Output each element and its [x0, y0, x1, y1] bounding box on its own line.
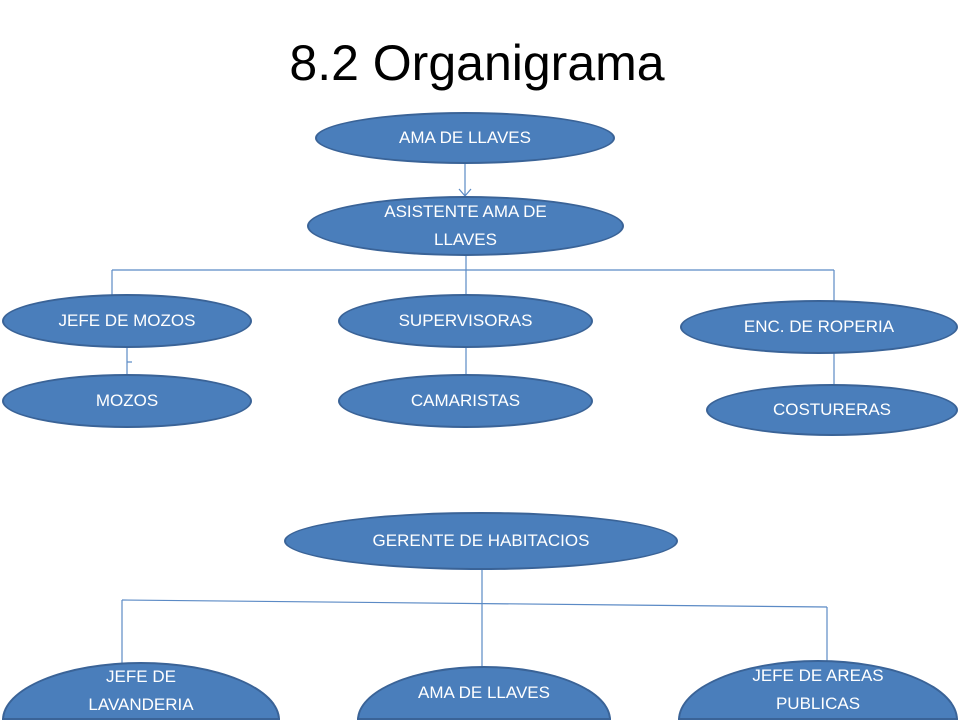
node-mozos[interactable]: MOZOS: [2, 374, 252, 428]
node-ama-de-llaves[interactable]: AMA DE LLAVES: [315, 112, 615, 164]
node-label: COSTURERAS: [772, 400, 892, 419]
node-label: JEFE DE LAVANDERIA: [88, 667, 194, 714]
node-enc-de-roperia[interactable]: ENC. DE ROPERIA: [680, 300, 958, 354]
node-label: JEFE DE AREAS PUBLICAS: [752, 666, 884, 713]
slide-title: 8.2 Organigrama: [289, 35, 665, 91]
node-supervisoras[interactable]: SUPERVISORAS: [338, 294, 593, 348]
node-jefe-de-mozos[interactable]: JEFE DE MOZOS: [2, 294, 252, 348]
node-gerente-de-habitacios[interactable]: GERENTE DE HABITACIOS: [284, 512, 678, 570]
node-jefe-de-areas-publicas[interactable]: JEFE DE AREAS PUBLICAS: [678, 660, 958, 720]
node-label: MOZOS: [95, 391, 159, 410]
node-label: ENC. DE ROPERIA: [743, 317, 895, 336]
node-asistente-ama-de-llaves[interactable]: ASISTENTE AMA DE LLAVES: [307, 196, 624, 256]
node-label: ASISTENTE AMA DE LLAVES: [384, 202, 547, 249]
node-label: AMA DE LLAVES: [418, 683, 550, 702]
node-label: SUPERVISORAS: [398, 311, 533, 330]
node-label: JEFE DE MOZOS: [58, 311, 196, 330]
node-camaristas[interactable]: CAMARISTAS: [338, 374, 593, 428]
node-costureras[interactable]: COSTURERAS: [706, 384, 958, 436]
node-label: CAMARISTAS: [410, 391, 521, 410]
node-label: GERENTE DE HABITACIOS: [372, 531, 590, 550]
node-label: AMA DE LLAVES: [399, 128, 531, 147]
node-jefe-de-lavanderia[interactable]: JEFE DE LAVANDERIA: [2, 662, 280, 720]
connector-bus2-horizontal: [121, 599, 828, 608]
